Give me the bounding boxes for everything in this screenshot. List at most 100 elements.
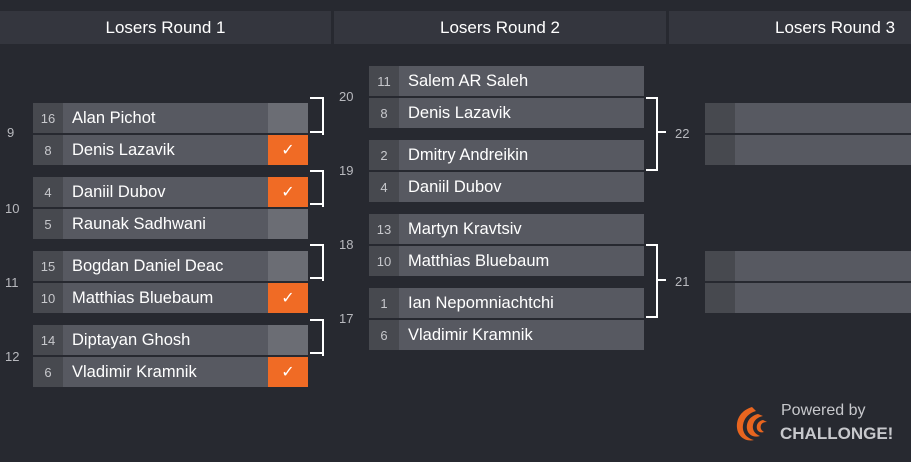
participant-name: Dmitry Andreikin: [408, 145, 529, 164]
match-12[interactable]: 14 Diptayan Ghosh 6 Vladimir Kramnik ✓: [33, 325, 308, 387]
participant-slot[interactable]: 4 Daniil Dubov: [369, 172, 644, 202]
bracket-connector: [310, 244, 324, 281]
participant-slot-empty[interactable]: [705, 251, 911, 281]
bracket-connector: [656, 131, 666, 133]
participant-slot-empty[interactable]: [705, 103, 911, 133]
seed: 4: [33, 177, 63, 207]
seed: 8: [33, 135, 63, 165]
bracket-connector: [310, 97, 324, 135]
match-number: 18: [339, 237, 354, 252]
participant-name: Diptayan Ghosh: [72, 330, 191, 349]
match-17[interactable]: 1 Ian Nepomniachtchi 6 Vladimir Kramnik: [369, 288, 644, 350]
seed: 4: [369, 172, 399, 202]
participant-slot[interactable]: 6 Vladimir Kramnik: [369, 320, 644, 350]
seed: 6: [33, 357, 63, 387]
challonge-logo-icon: [736, 407, 767, 441]
bracket-connector: [310, 203, 324, 205]
round-header-3: Losers Round 3: [669, 11, 911, 44]
match-9[interactable]: 16 Alan Pichot 8 Denis Lazavik ✓: [33, 103, 308, 165]
participant-name: Ian Nepomniachtchi: [408, 293, 554, 312]
participant-name: Bogdan Daniel Deac: [72, 256, 224, 275]
match-number: 17: [339, 311, 354, 326]
participant-name: Martyn Kravtsiv: [408, 219, 522, 238]
match-21[interactable]: [705, 251, 911, 313]
participant-slot[interactable]: 13 Martyn Kravtsiv: [369, 214, 644, 244]
match-number: 20: [339, 89, 354, 104]
seed: [705, 283, 735, 313]
participant-name: Matthias Bluebaum: [72, 288, 214, 307]
participant-slot[interactable]: 5 Raunak Sadhwani: [33, 209, 308, 239]
seed: 8: [369, 98, 399, 128]
match-11[interactable]: 15 Bogdan Daniel Deac 10 Matthias Blueba…: [33, 251, 308, 313]
match-18[interactable]: 13 Martyn Kravtsiv 10 Matthias Bluebaum: [369, 214, 644, 276]
participant-slot[interactable]: 8 Denis Lazavik: [369, 98, 644, 128]
seed: 14: [33, 325, 63, 355]
participant-name: Daniil Dubov: [408, 177, 502, 196]
participant-slot[interactable]: 2 Dmitry Andreikin: [369, 140, 644, 170]
seed: 6: [369, 320, 399, 350]
seed: 15: [33, 251, 63, 281]
match-19[interactable]: 2 Dmitry Andreikin 4 Daniil Dubov: [369, 140, 644, 202]
participant-name: Denis Lazavik: [408, 103, 511, 122]
seed: 1: [369, 288, 399, 318]
bracket-connector: [310, 170, 324, 207]
participant-slot[interactable]: 15 Bogdan Daniel Deac: [33, 251, 308, 281]
seed: [705, 103, 735, 133]
match-number: 12: [5, 349, 20, 364]
bracket-connector: [310, 131, 324, 133]
seed: 2: [369, 140, 399, 170]
participant-slot-empty[interactable]: [705, 135, 911, 165]
seed: [705, 251, 735, 281]
participant-name: Matthias Bluebaum: [408, 251, 550, 270]
seed: 5: [33, 209, 63, 239]
match-number: 22: [675, 126, 690, 141]
bracket-connector: [310, 319, 324, 356]
participant-slot[interactable]: 10 Matthias Bluebaum ✓: [33, 283, 308, 313]
round-header-2: Losers Round 2: [334, 11, 666, 44]
bracket-connector: [656, 279, 666, 281]
participant-name: Salem AR Saleh: [408, 71, 529, 90]
participant-name: Vladimir Kramnik: [72, 362, 197, 381]
participant-name: Daniil Dubov: [72, 182, 166, 201]
participant-slot[interactable]: 14 Diptayan Ghosh: [33, 325, 308, 355]
score-box: [268, 103, 308, 133]
winner-check-icon: ✓: [268, 177, 308, 207]
participant-slot[interactable]: 1 Ian Nepomniachtchi: [369, 288, 644, 318]
participant-name: Alan Pichot: [72, 108, 156, 127]
match-number: 19: [339, 163, 354, 178]
winner-check-icon: ✓: [268, 135, 308, 165]
seed: 16: [33, 103, 63, 133]
powered-by-label: Powered by: [781, 402, 866, 419]
match-10[interactable]: 4 Daniil Dubov ✓ 5 Raunak Sadhwani: [33, 177, 308, 239]
seed: [705, 135, 735, 165]
score-box: [268, 325, 308, 355]
score-box: [268, 251, 308, 281]
bracket-connector: [310, 277, 324, 279]
participant-name: Denis Lazavik: [72, 140, 175, 159]
participant-slot[interactable]: 4 Daniil Dubov ✓: [33, 177, 308, 207]
bracket-connector: [646, 244, 658, 318]
winner-check-icon: ✓: [268, 357, 308, 387]
participant-name: Vladimir Kramnik: [408, 325, 533, 344]
match-number: 21: [675, 274, 690, 289]
match-20[interactable]: 11 Salem AR Saleh 8 Denis Lazavik: [369, 66, 644, 128]
brand-name: CHALLONGE!: [780, 424, 894, 443]
participant-slot-empty[interactable]: [705, 283, 911, 313]
match-number: 10: [5, 201, 20, 216]
bracket-connector: [310, 352, 324, 354]
participant-slot[interactable]: 16 Alan Pichot: [33, 103, 308, 133]
participant-slot[interactable]: 8 Denis Lazavik ✓: [33, 135, 308, 165]
match-22[interactable]: [705, 103, 911, 165]
match-number: 11: [5, 275, 19, 290]
seed: 10: [369, 246, 399, 276]
seed: 11: [369, 66, 399, 96]
score-box: [268, 209, 308, 239]
participant-slot[interactable]: 10 Matthias Bluebaum: [369, 246, 644, 276]
participant-name: Raunak Sadhwani: [72, 214, 206, 233]
seed: 10: [33, 283, 63, 313]
participant-slot[interactable]: 6 Vladimir Kramnik ✓: [33, 357, 308, 387]
match-number: 9: [7, 125, 15, 140]
winner-check-icon: ✓: [268, 283, 308, 313]
participant-slot[interactable]: 11 Salem AR Saleh: [369, 66, 644, 96]
seed: 13: [369, 214, 399, 244]
